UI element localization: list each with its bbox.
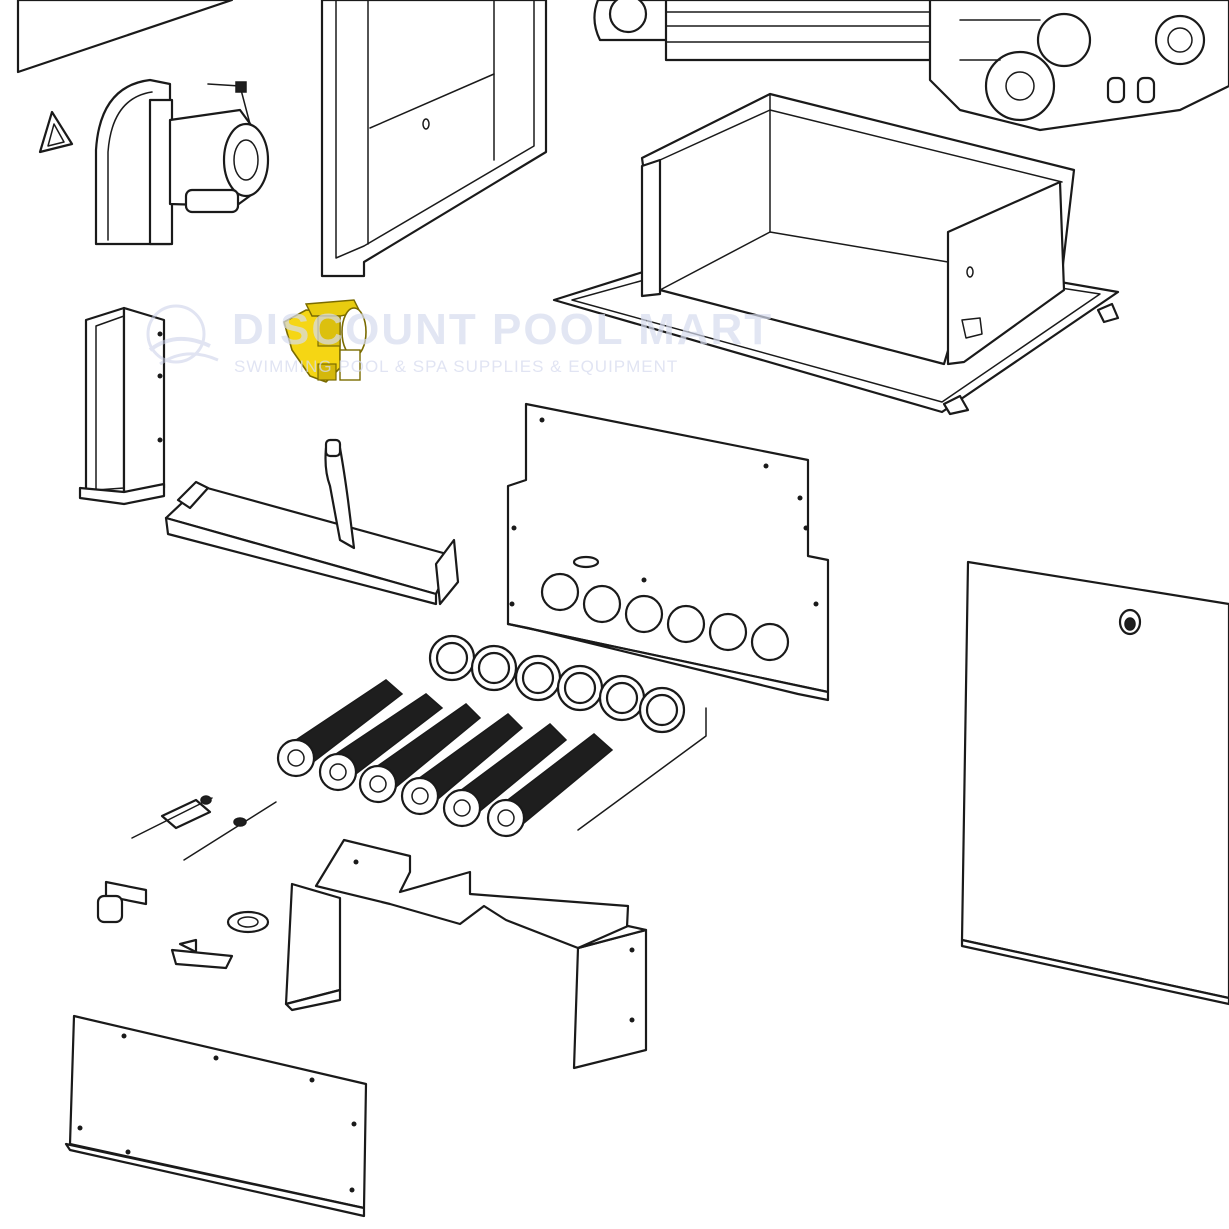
blower-assembly [94, 78, 270, 246]
lower-access-panel [64, 1014, 368, 1218]
ignitor-and-sensor [131, 795, 277, 861]
burner-face-plate [506, 402, 830, 702]
door-lock-icon [1118, 608, 1142, 636]
combustion-chamber-tray [552, 92, 1120, 416]
small-clip [170, 938, 234, 970]
lower-cross-bracket [284, 838, 648, 1070]
watermark-logo-icon [146, 304, 219, 366]
triangle-grommet [38, 110, 74, 154]
burner-tubes [276, 679, 707, 838]
rear-panel-top-left [16, 0, 234, 74]
heat-exchanger-header [593, 0, 1229, 132]
sight-glass [226, 910, 270, 934]
burner-manifold-bracket [164, 438, 460, 606]
burner-gaskets [428, 634, 686, 734]
cabinet-side-frame [320, 0, 548, 278]
watermark-title: DISCOUNT POOL MART [232, 305, 773, 354]
flame-sensor-bracket [96, 880, 148, 924]
front-door-panel [960, 560, 1229, 1006]
vent-bracket [78, 306, 166, 506]
watermark: DISCOUNT POOL MART SWIMMING POOL & SPA S… [146, 304, 773, 376]
watermark-subtitle: SWIMMING POOL & SPA SUPPLIES & EQUIPMENT [234, 357, 678, 376]
highlighted-gas-valve [283, 299, 367, 383]
